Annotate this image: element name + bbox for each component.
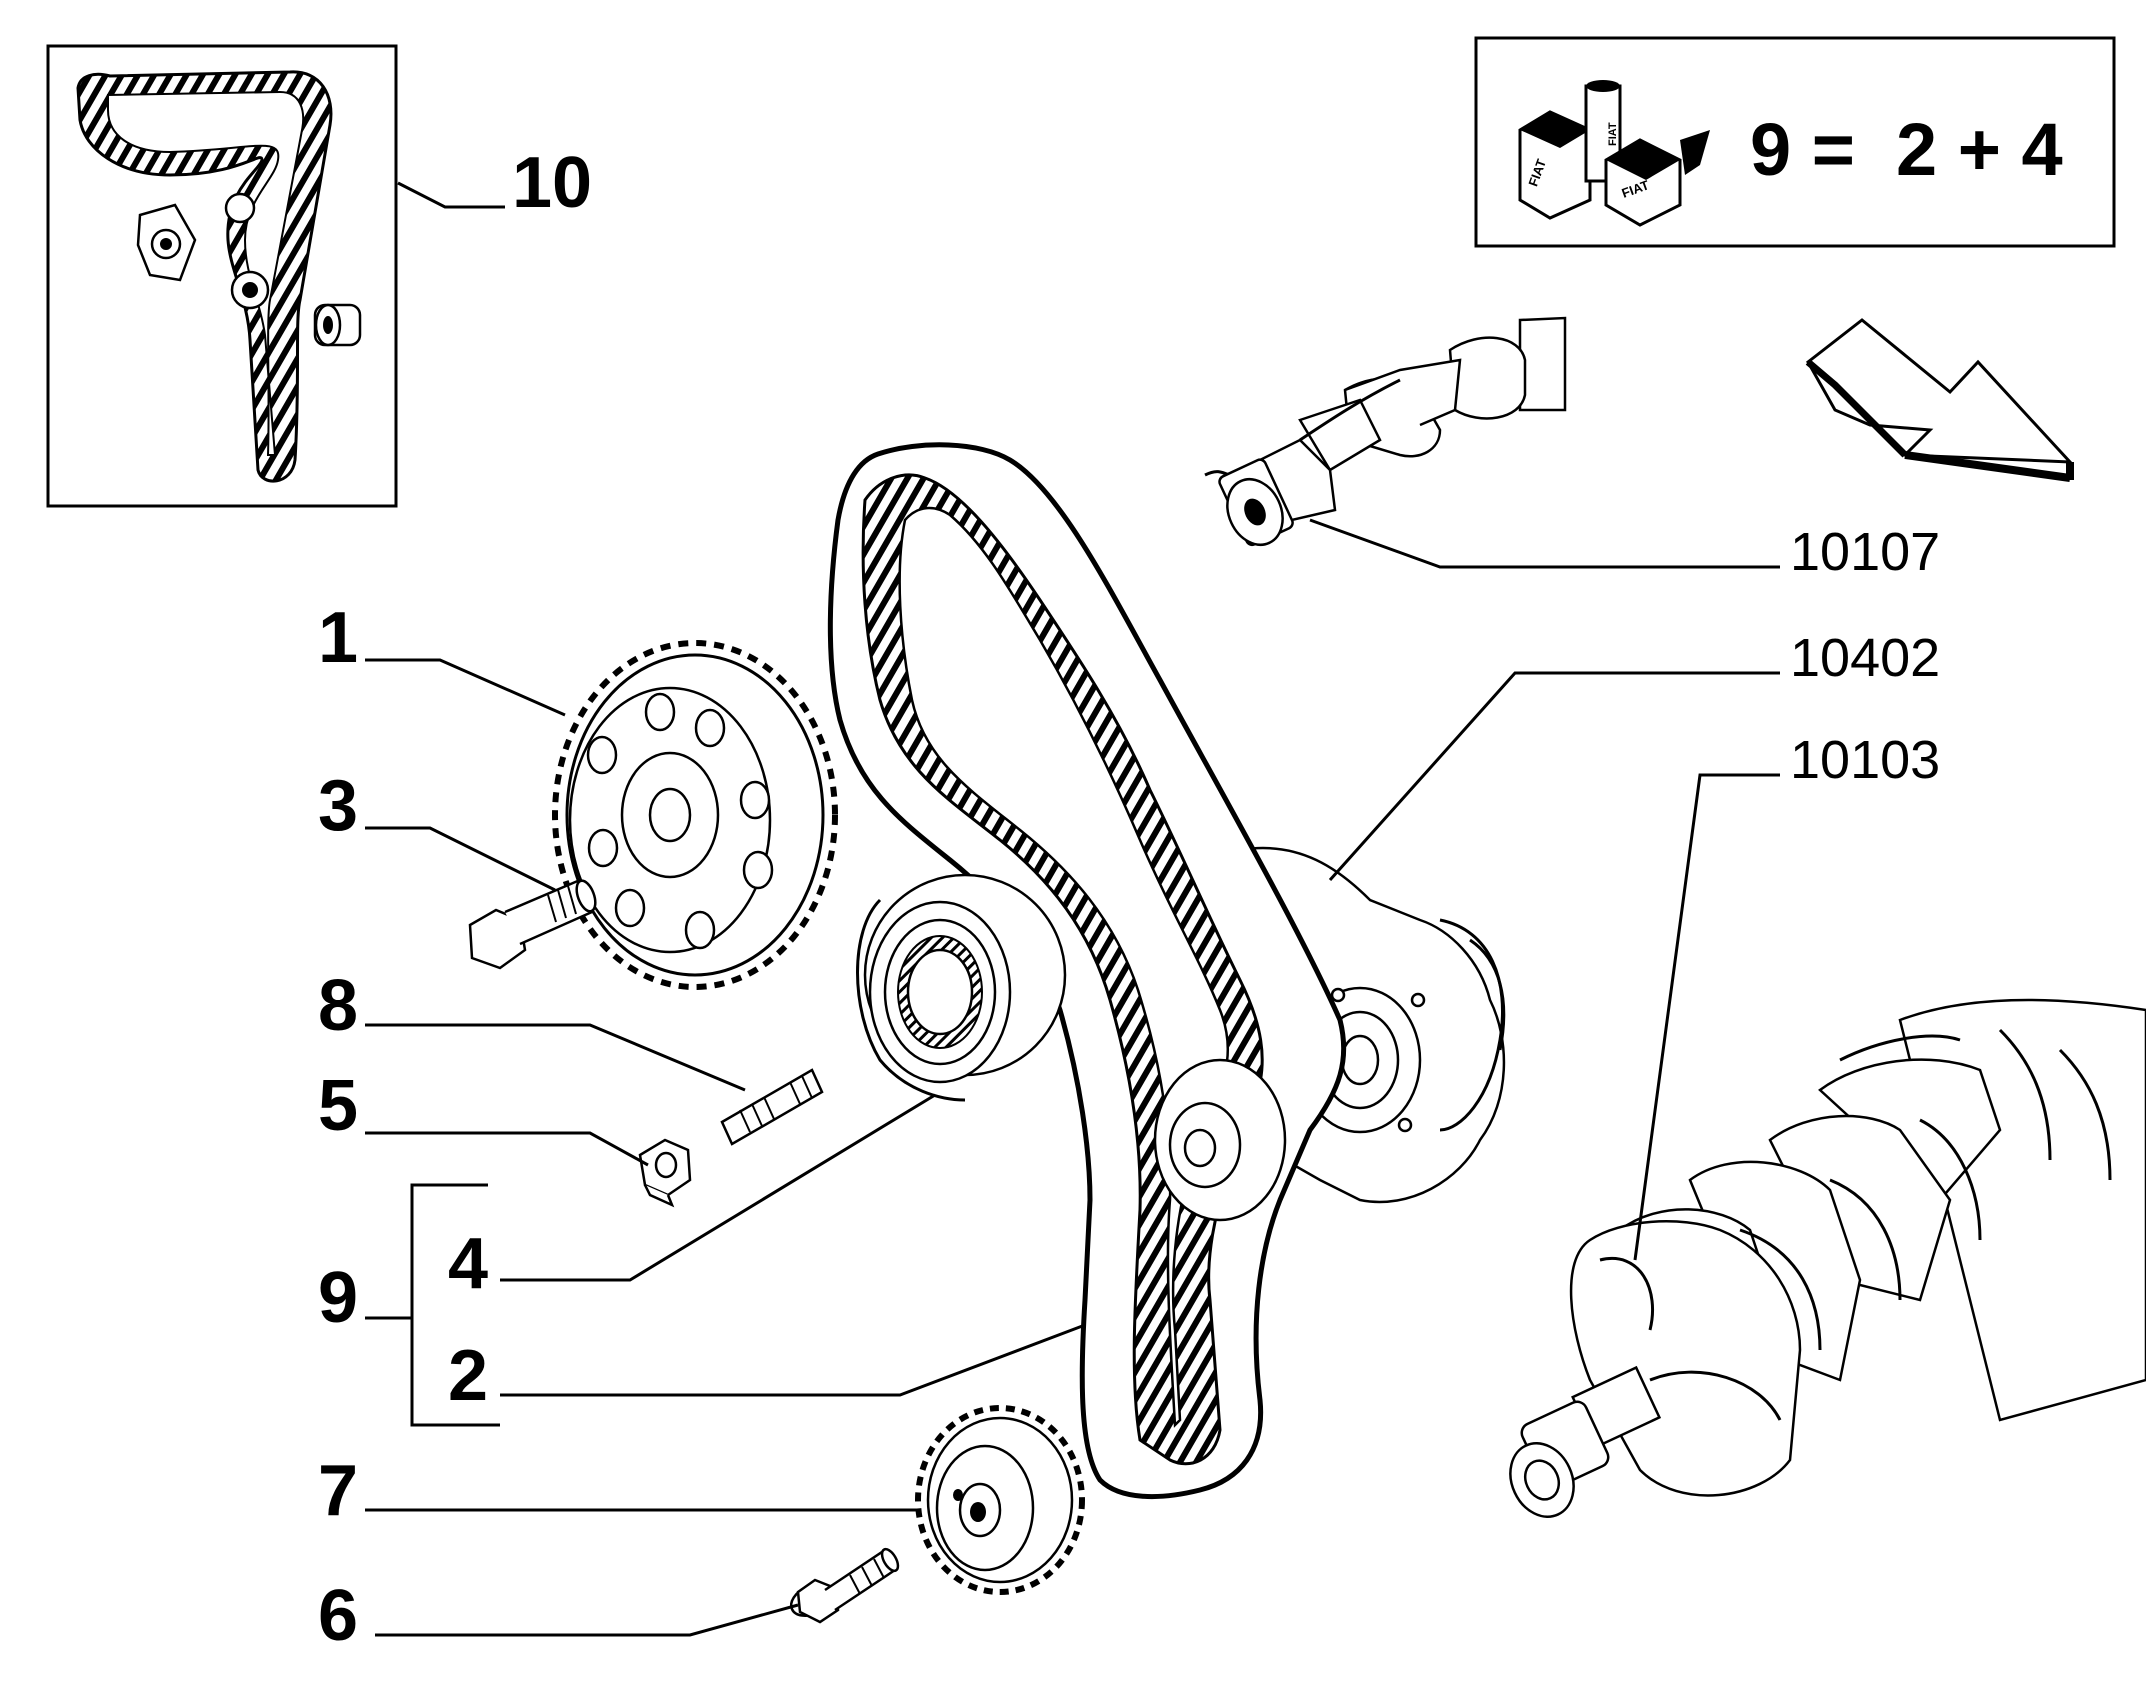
camshaft-gear [552,640,838,990]
inset-belt-kit [46,44,398,508]
inset-tensioner-icon [136,203,197,282]
stud [720,1068,824,1146]
timing-belt [827,442,1347,1499]
callout-10: 10 [512,143,592,223]
ref-10107: 10107 [1790,522,1940,582]
crank-sprocket [915,1405,1085,1595]
nut [638,1138,692,1208]
kit-box-label: FIAT [1607,122,1619,146]
callout-8: 8 [318,966,358,1046]
kit-bracket [365,1183,500,1427]
callout-9: 9 [318,1258,358,1338]
callout-1: 1 [318,598,358,678]
flange-bolt [789,1547,900,1624]
camshaft [1204,316,1567,547]
ref-10103: 10103 [1790,730,1940,790]
callout-3: 3 [318,766,358,846]
callout-2: 2 [448,1336,488,1416]
callout-4: 4 [448,1224,488,1304]
callout-6: 6 [318,1576,358,1656]
kit-formula: 9 = 2 + 4 [1750,108,2063,191]
direction-arrow-icon [1805,318,2074,482]
idler-pulley [856,873,1067,1102]
callout-5: 5 [318,1066,358,1146]
ref-10402: 10402 [1790,628,1940,688]
inset-idler-icon [313,303,362,347]
belt-pulley [1153,1058,1287,1222]
gear-bolt [468,878,597,970]
callout-7: 7 [318,1451,358,1531]
kit-legend: FIAT FIAT FIAT 9 = 2 + 4 [1474,36,2116,248]
kit-boxes-icon: FIAT FIAT FIAT [1518,80,1710,227]
crankshaft [1509,998,2146,1518]
